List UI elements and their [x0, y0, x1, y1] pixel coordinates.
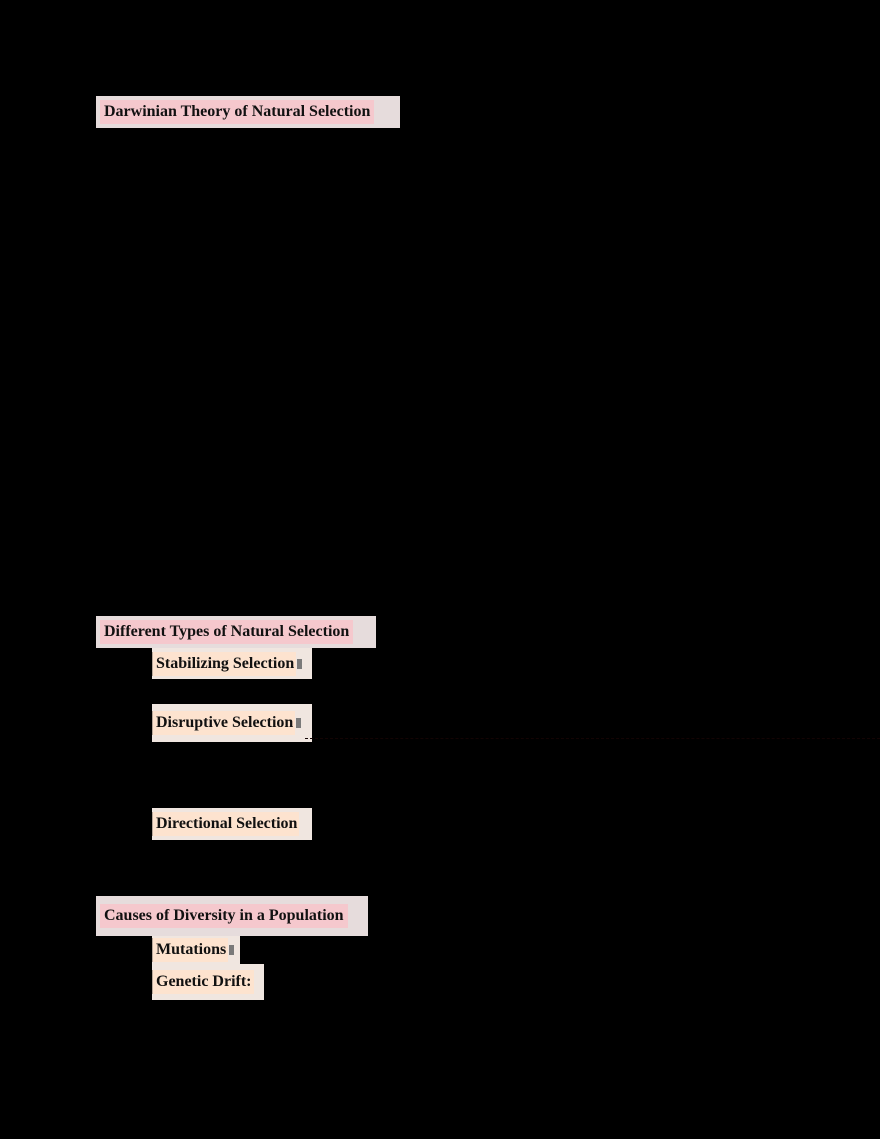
subheading-text: Genetic Drift:	[152, 970, 254, 994]
section-heading-darwinian-theory: Darwinian Theory of Natural Selection	[96, 96, 400, 128]
dashed-divider	[305, 738, 880, 739]
heading-text: Darwinian Theory of Natural Selection	[100, 100, 375, 124]
subheading-mutations: Mutations	[152, 936, 240, 964]
subheading-text: Stabilizing Selection	[152, 651, 297, 676]
subheading-disruptive-selection: Disruptive Selection	[152, 704, 312, 742]
section-heading-causes-of-diversity: Causes of Diversity in a Population	[96, 896, 368, 936]
heading-text: Causes of Diversity in a Population	[100, 904, 348, 928]
text-cursor-marker-icon	[297, 658, 303, 669]
subheading-stabilizing-selection: Stabilizing Selection	[152, 648, 312, 679]
text-cursor-marker-icon	[296, 718, 302, 728]
text-cursor-marker-icon	[229, 945, 235, 955]
section-heading-types-of-selection: Different Types of Natural Selection	[96, 616, 376, 648]
subheading-genetic-drift: Genetic Drift:	[152, 964, 264, 1000]
heading-text: Different Types of Natural Selection	[100, 620, 354, 644]
subheading-text: Directional Selection	[152, 812, 300, 836]
subheading-text: Mutations	[152, 938, 229, 962]
subheading-directional-selection: Directional Selection	[152, 808, 312, 840]
subheading-text: Disruptive Selection	[152, 711, 296, 735]
